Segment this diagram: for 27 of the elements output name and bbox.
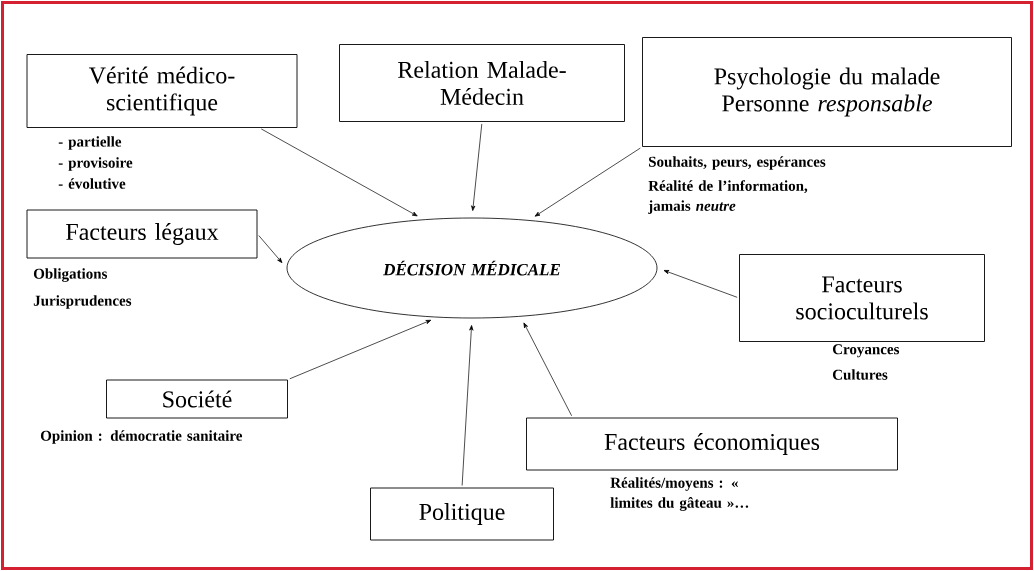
arrow [289,319,432,380]
factor-box: Facteurs économiques [526,417,898,471]
factor-box: Facteurs légaux [26,209,258,259]
note-text: Souhaits, peurs, espérances [649,156,826,170]
arrow [471,123,483,211]
note-text: - provisoire [58,157,133,171]
note-text: Réalités/moyens : « limites du gâteau »… [610,477,749,511]
factor-box: Vérité médico-scientifique [26,54,298,128]
arrow [523,322,572,417]
note-text: - évolutive [58,178,126,189]
arrow [461,325,474,486]
arrow [258,235,283,263]
arrow [534,147,641,217]
note-text: Obligations [33,268,108,282]
note-text: Cultures [832,369,888,380]
arrow [663,270,738,298]
note-text: Opinion : démocratie sanitaire [40,430,243,444]
factor-box: Psychologie du malade Personne responsable [642,37,1012,147]
note-text: - partielle [58,136,122,150]
factor-box: Politique [370,487,554,541]
arrow [260,128,418,217]
note-text: Croyances [832,344,900,358]
factor-box: Facteurs socioculturels [739,254,985,342]
note-text: Réalité de l’information, jamais neutre [648,180,808,214]
factor-box: Relation Malade-Médecin [339,44,625,122]
note-text: Jurisprudences [33,295,132,309]
factor-box: Société [106,379,288,419]
